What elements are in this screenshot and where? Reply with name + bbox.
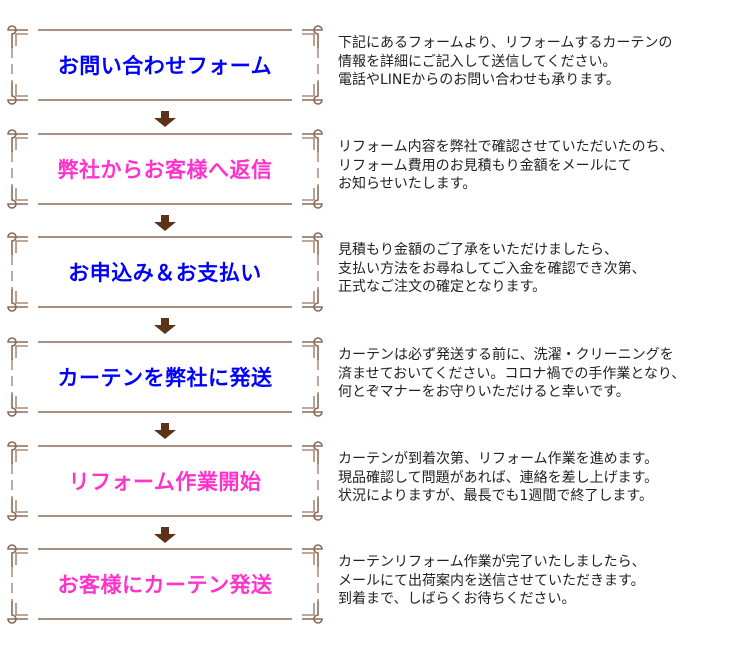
step-5: リフォーム作業開始 カーテンが到着次第、リフォーム作業を進めます。 現品確認して… <box>0 438 750 543</box>
step-description: リフォーム内容を弊社で確認させていただいたのち、 リフォーム費用のお見積もり金額… <box>338 138 748 194</box>
description-line: リフォーム内容を弊社で確認させていただいたのち、 <box>338 139 674 155</box>
step-frame: リフォーム作業開始 <box>4 438 326 524</box>
step-description: カーテンリフォーム作業が完了いたしましたら、 メールにて出荷案内を送信させていた… <box>338 553 748 609</box>
step-title: お申込み＆お支払い <box>68 261 262 285</box>
step-title: 弊社からお客様へ返信 <box>57 158 273 182</box>
step-description: カーテンは必ず発送する前に、洗濯・クリーニングを 済ませておいてください。コロナ… <box>338 346 748 402</box>
step-6: お客様にカーテン発送 カーテンリフォーム作業が完了いたしましたら、 メールにて出… <box>0 541 750 645</box>
step-2: 弊社からお客様へ返信 リフォーム内容を弊社で確認させていただいたのち、 リフォー… <box>0 126 750 231</box>
description-line: 支払い方法をお尋ねしてご入金を確認でき次第、 <box>338 260 646 277</box>
step-title: お客様にカーテン発送 <box>57 573 273 597</box>
description-line: 現品確認して問題があれば、連絡を差し上げます。 <box>338 469 659 486</box>
description-line: カーテンは必ず発送する前に、洗濯・クリーニングを <box>338 347 674 363</box>
step-title: カーテンを弊社に発送 <box>57 366 273 390</box>
step-3: お申込み＆お支払い 見積もり金額のご了承をいただけましたら、 支払い方法をお尋ね… <box>0 229 750 334</box>
description-line: カーテンが到着次第、リフォーム作業を進めます。 <box>338 451 659 467</box>
down-arrow-icon <box>154 111 176 127</box>
description-line: 情報を詳細にご記入して送信してください。 <box>338 53 617 70</box>
step-1: お問い合わせフォーム 下記にあるフォームより、リフォームするカーテンの 情報を詳… <box>0 22 750 127</box>
step-frame: カーテンを弊社に発送 <box>4 334 326 420</box>
description-line: 正式なご注文の確定となります。 <box>338 279 547 295</box>
description-line: 済ませておいてください。コロナ禍での手作業となり、 <box>338 365 686 382</box>
description-line: 見積もり金額のご了承をいただけましたら、 <box>338 242 618 258</box>
description-line: 状況によりますが、最長でも1週間で終了します。 <box>338 488 653 504</box>
description-line: 下記にあるフォームより、リフォームするカーテンの <box>338 35 673 51</box>
step-description: カーテンが到着次第、リフォーム作業を進めます。 現品確認して問題があれば、連絡を… <box>338 450 748 506</box>
description-line: リフォーム費用のお見積もり金額をメールにて <box>338 157 632 174</box>
down-arrow-icon <box>154 527 176 543</box>
step-frame: お客様にカーテン発送 <box>4 541 326 627</box>
description-line: メールにて出荷案内を送信させていただきます。 <box>338 572 645 589</box>
down-arrow-icon <box>154 423 176 439</box>
description-line: 到着まで、しばらくお待ちください。 <box>338 591 576 607</box>
step-frame: 弊社からお客様へ返信 <box>4 126 326 212</box>
description-line: カーテンリフォーム作業が完了いたしましたら、 <box>338 554 646 570</box>
description-line: お知らせいたします。 <box>338 176 477 192</box>
down-arrow-icon <box>154 318 176 334</box>
step-title: リフォーム作業開始 <box>68 470 262 494</box>
step-description: 下記にあるフォームより、リフォームするカーテンの 情報を詳細にご記入して送信して… <box>338 34 748 90</box>
down-arrow-icon <box>154 215 176 231</box>
step-frame: お問い合わせフォーム <box>4 22 326 108</box>
step-title: お問い合わせフォーム <box>57 54 273 78</box>
description-line: 何とぞマナーをお守りいただけると幸いです。 <box>338 384 630 400</box>
step-description: 見積もり金額のご了承をいただけましたら、 支払い方法をお尋ねしてご入金を確認でき… <box>338 241 748 297</box>
step-frame: お申込み＆お支払い <box>4 229 326 315</box>
step-4: カーテンを弊社に発送 カーテンは必ず発送する前に、洗濯・クリーニングを 済ませて… <box>0 334 750 439</box>
description-line: 電話やLINEからのお問い合わせも承ります。 <box>338 72 620 88</box>
